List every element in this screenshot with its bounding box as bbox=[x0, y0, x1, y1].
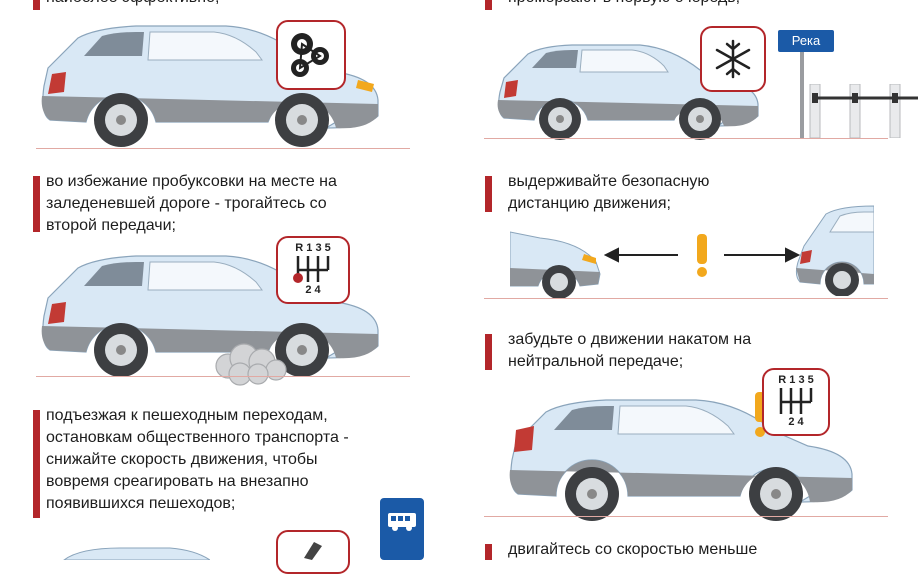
tip-safe-distance: выдерживайте безопасную дистанцию движен… bbox=[508, 173, 710, 212]
gearbox-top-label: R 1 3 5 bbox=[778, 374, 814, 386]
accent-bar bbox=[33, 176, 40, 232]
accent-bar bbox=[485, 544, 492, 560]
gearbox-icon-box: R 1 3 5 2 4 bbox=[762, 368, 830, 436]
snowflake-icon-box bbox=[700, 26, 766, 92]
divider bbox=[484, 516, 888, 517]
car-front-partial bbox=[795, 205, 874, 296]
divider bbox=[36, 376, 410, 377]
tip-partial-top-right: промерзают в первую очередь; bbox=[508, 0, 740, 9]
accent-bar bbox=[33, 410, 40, 518]
divider bbox=[484, 298, 888, 299]
tip-no-coasting: забудьте о движении накатом на нейтральн… bbox=[508, 331, 752, 370]
car-rear-partial bbox=[510, 231, 601, 298]
gearbox-top-label: R 1 3 5 bbox=[295, 242, 331, 254]
wheel-spin-smoke-icon bbox=[215, 343, 287, 386]
bridge-railing-icon bbox=[809, 84, 918, 138]
snowflake-icon bbox=[715, 39, 751, 79]
bus-stop-sign bbox=[380, 498, 424, 560]
tip-partial-bottom-right: двигайтесь со скоростью меньше bbox=[508, 541, 758, 558]
gear-shift-pattern-icon bbox=[293, 256, 330, 283]
tip-pedestrian-crossing: подъезжая к пешеходным переходам, остано… bbox=[46, 407, 349, 512]
car-illustration bbox=[497, 44, 759, 140]
pedal-icon bbox=[304, 542, 322, 560]
tire-chains-icon bbox=[291, 33, 329, 77]
car-roof-partial bbox=[63, 547, 210, 560]
accent-bar bbox=[485, 334, 492, 370]
tire-chains-icon-box bbox=[276, 20, 346, 90]
river-sign: Река bbox=[778, 30, 834, 52]
gearbox-bottom-label: 2 4 bbox=[788, 416, 804, 428]
gear-shift-pattern-icon bbox=[779, 388, 813, 414]
accent-bar bbox=[485, 176, 492, 212]
sign-pole bbox=[800, 50, 804, 138]
divider bbox=[484, 138, 888, 139]
bus-icon bbox=[388, 513, 416, 531]
tip-partial-top-left: наиболее эффективно; bbox=[46, 0, 219, 9]
gearbox-icon-box: R 1 3 5 2 4 bbox=[276, 236, 350, 304]
accent-bar bbox=[485, 0, 492, 10]
accent-bar bbox=[33, 0, 40, 10]
icon-box-partial bbox=[276, 530, 350, 574]
gearbox-bottom-label: 2 4 bbox=[305, 284, 321, 296]
divider bbox=[36, 148, 410, 149]
distance-warning-icon bbox=[604, 234, 800, 277]
tip-second-gear: во избежание пробуксовки на месте на зал… bbox=[46, 173, 337, 234]
